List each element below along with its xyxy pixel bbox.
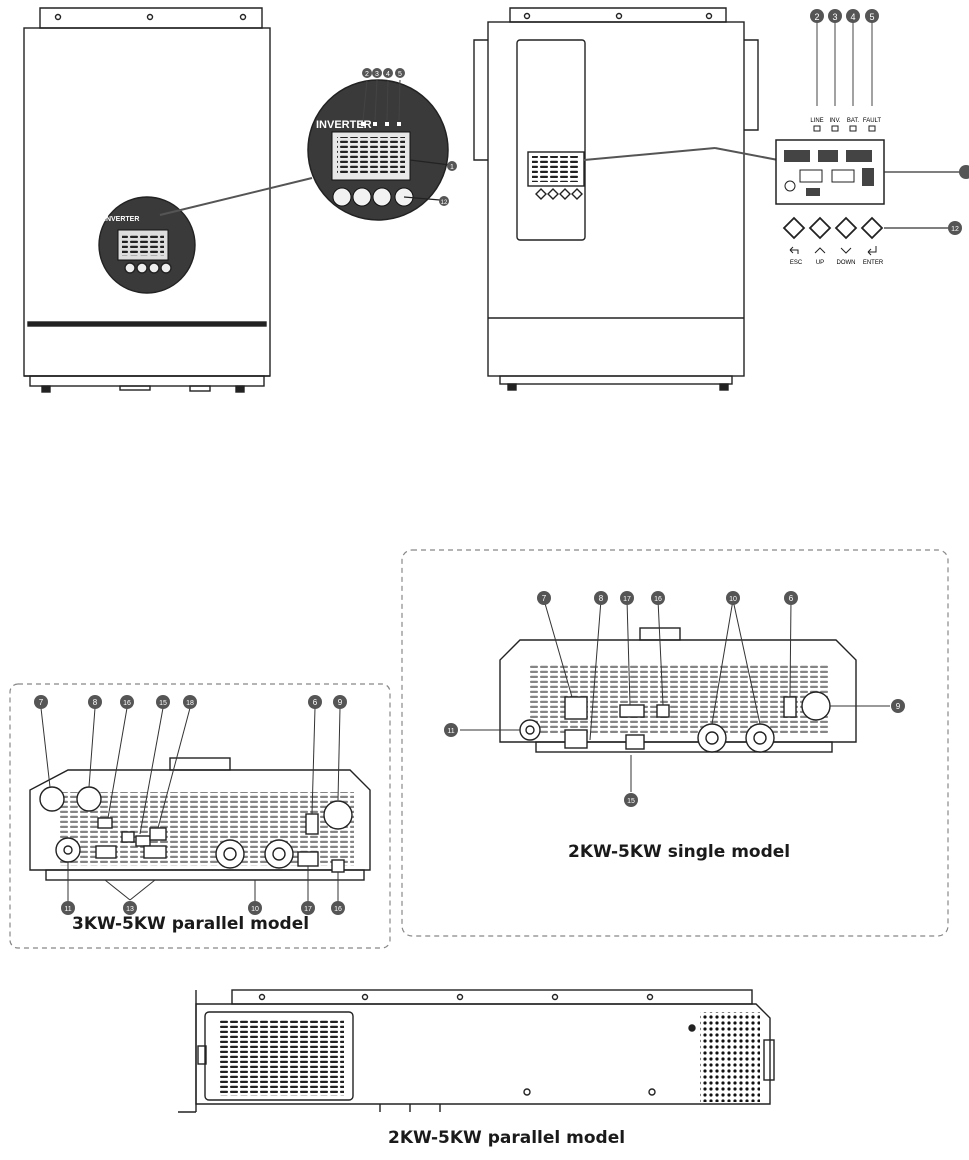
single-model-callout-badges: 7 8 17 16 10 6 9 11 15 <box>444 591 905 807</box>
parallel-callout-17: 17 <box>304 906 312 913</box>
side-view <box>178 989 775 1113</box>
parallel-callout-16-bottom: 16 <box>334 906 342 913</box>
callout-3: 3 <box>832 12 837 22</box>
enter-arrow-icon <box>867 246 877 256</box>
parallel-model-caption: 3KW-5KW parallel model <box>72 914 310 934</box>
enter-button[interactable] <box>860 216 884 240</box>
single-callout-10: 10 <box>729 596 737 603</box>
zoomed-indicator-callouts: 2 3 4 5 1 12 <box>362 68 457 206</box>
single-model-caption: 2KW-5KW single model <box>568 842 791 862</box>
indicator-label-bat: BAT. <box>847 118 860 124</box>
callout-5: 5 <box>869 12 874 22</box>
down-label: DOWN <box>837 260 856 266</box>
parallel-model-callouts <box>40 707 341 902</box>
single-model-frame <box>401 549 949 937</box>
led-line <box>813 125 821 132</box>
side-view-caption: 2KW-5KW parallel model <box>388 1128 626 1148</box>
led-inv <box>831 125 839 132</box>
single-callout-9: 9 <box>896 702 901 711</box>
indicator-label-fault: FAULT <box>863 118 882 124</box>
chevron-up-icon <box>814 247 826 254</box>
parallel-callout-9: 9 <box>338 698 343 707</box>
zoomed-indicator-leds <box>361 122 401 126</box>
single-callout-7: 7 <box>542 594 547 603</box>
callout-12-small: 12 <box>441 200 448 206</box>
callout-4-small: 4 <box>386 71 390 78</box>
callout-3-small: 3 <box>375 71 379 78</box>
front-view-left <box>23 7 313 393</box>
chevron-down-icon <box>840 247 852 254</box>
callout-2: 2 <box>814 12 819 22</box>
return-arrow-icon <box>789 246 799 254</box>
parallel-callout-11: 11 <box>64 906 71 913</box>
up-label: UP <box>816 260 824 266</box>
single-callout-17: 17 <box>623 596 631 603</box>
single-callout-11: 11 <box>447 728 454 735</box>
indicator-label-inv: INV. <box>829 118 840 124</box>
parallel-model-bottom-view <box>29 757 371 881</box>
parallel-callout-15: 15 <box>159 700 167 707</box>
brand-label-large: INVERTER <box>316 119 372 131</box>
parallel-model-callout-badges: 7 8 16 15 18 6 9 11 13 10 17 16 <box>34 695 347 915</box>
esc-label: ESC <box>790 260 803 266</box>
zoomed-display-panel <box>307 79 451 221</box>
front-view-right <box>473 7 779 391</box>
up-button[interactable] <box>808 216 832 240</box>
brand-label-small: INVERTER <box>104 216 139 223</box>
callout-12: 12 <box>951 226 959 233</box>
parallel-callout-7: 7 <box>39 698 44 707</box>
led-bat <box>849 125 857 132</box>
callout-2-small: 2 <box>365 71 369 78</box>
parallel-callout-16-top: 16 <box>123 700 131 707</box>
parallel-callout-8: 8 <box>93 698 98 707</box>
parallel-model-frame <box>9 683 391 949</box>
callout-4: 4 <box>850 12 855 22</box>
single-model-bottom-view <box>499 627 857 753</box>
single-callout-16: 16 <box>654 596 662 603</box>
parallel-callout-13: 13 <box>126 906 134 913</box>
down-button[interactable] <box>834 216 858 240</box>
single-callout-8: 8 <box>599 594 604 603</box>
single-callout-15: 15 <box>627 798 635 805</box>
callout-1-small: 1 <box>450 164 454 171</box>
single-callout-6: 6 <box>789 594 794 603</box>
led-fault <box>868 125 876 132</box>
parallel-callout-18: 18 <box>186 700 194 707</box>
lcd-screen <box>775 139 969 205</box>
enter-label: ENTER <box>863 260 884 266</box>
indicator-label-line: LINE <box>810 118 823 124</box>
callout-5-small: 5 <box>398 71 402 78</box>
esc-button[interactable] <box>782 216 806 240</box>
parallel-callout-6: 6 <box>313 698 318 707</box>
parallel-callout-10: 10 <box>251 906 259 913</box>
indicator-detail: 2 3 4 5 LINE INV. BAT. FAULT <box>810 9 882 132</box>
button-row: ESC UP DOWN ENTER 12 <box>782 216 962 266</box>
single-model-callouts <box>460 599 890 792</box>
